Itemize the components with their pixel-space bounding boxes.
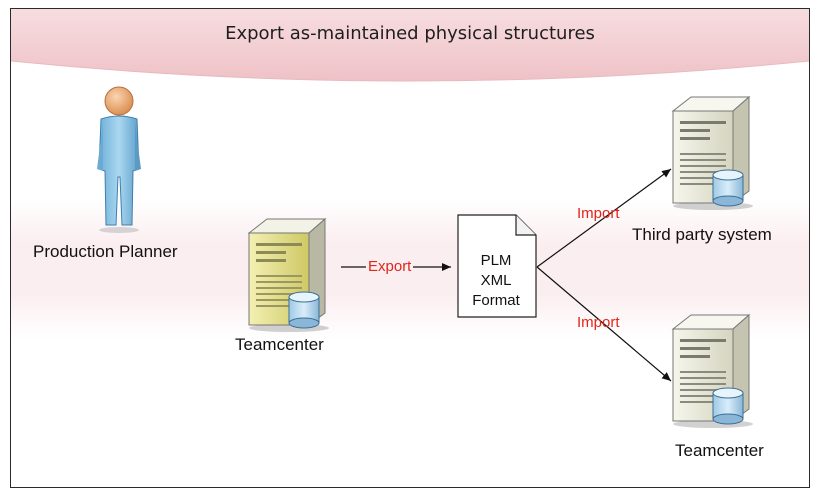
document-icon bbox=[457, 214, 537, 318]
export-label: Export bbox=[366, 258, 414, 275]
import-label-top: Import bbox=[577, 205, 620, 222]
import-arrow-top bbox=[536, 168, 672, 268]
document-line: XML bbox=[480, 272, 512, 289]
person-icon bbox=[97, 86, 141, 233]
server-icon bbox=[247, 217, 329, 332]
diagram-canvas: Export as-maintained physical structures… bbox=[10, 8, 810, 488]
diagram-title: Export as-maintained physical structures bbox=[225, 23, 595, 44]
source-server-label: Teamcenter bbox=[235, 335, 324, 354]
document-line: Format bbox=[472, 292, 520, 309]
document-line: PLM bbox=[480, 252, 512, 269]
actor-label: Production Planner bbox=[33, 242, 178, 261]
server-icon bbox=[671, 95, 753, 210]
title-banner bbox=[11, 9, 809, 82]
import-label-bottom: Import bbox=[577, 314, 620, 331]
document-text: PLM XML Format bbox=[463, 251, 529, 311]
target-label-teamcenter: Teamcenter bbox=[675, 441, 764, 460]
import-arrow-bottom bbox=[536, 266, 672, 382]
server-icon bbox=[671, 313, 753, 428]
target-label-third-party: Third party system bbox=[632, 225, 772, 244]
